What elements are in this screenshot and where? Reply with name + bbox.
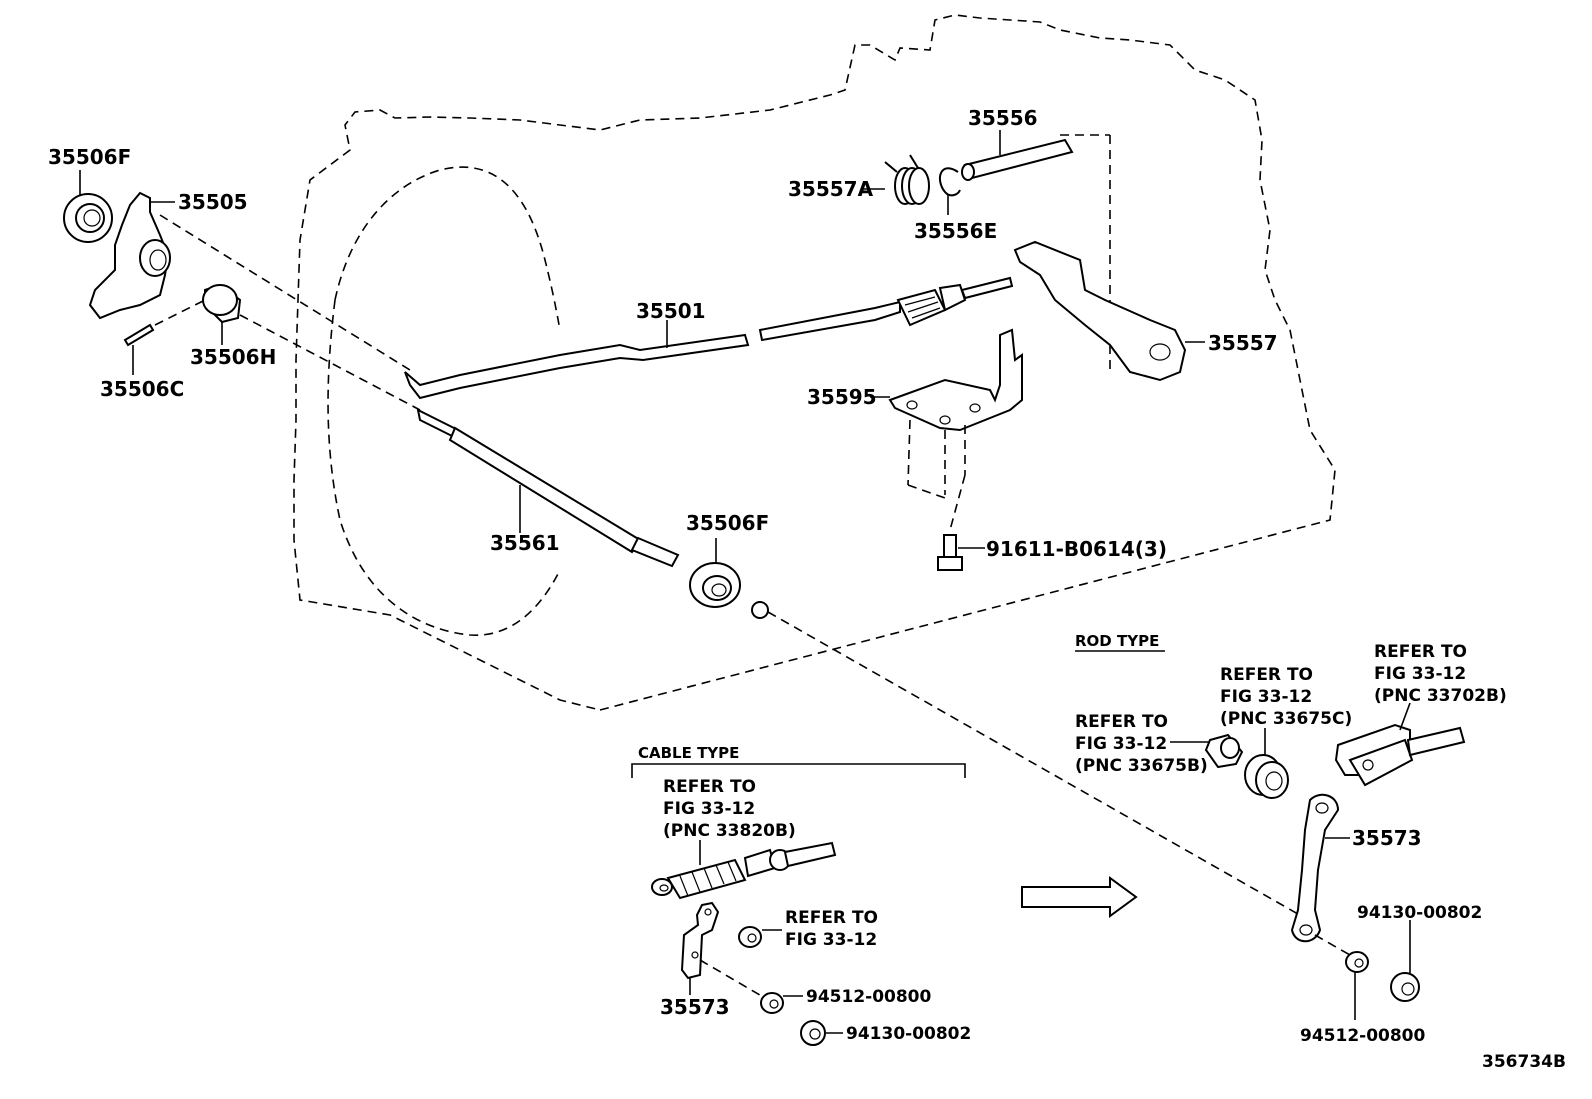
shaft-35561: [416, 408, 680, 568]
ref-fig-line1: REFER TO: [785, 908, 878, 928]
e-ring-35556E: [938, 167, 961, 215]
label-35573-rod: 35573: [1352, 826, 1422, 850]
label-35506C: 35506C: [100, 377, 184, 401]
lever-35573-rod: [1290, 793, 1350, 943]
clevis-rod: [1334, 702, 1466, 787]
label-94130-cable: 94130-00802: [846, 1024, 971, 1044]
hollow-right-arrow-icon: [1021, 876, 1138, 918]
bracket-35573-cable: [680, 901, 766, 999]
label-35506F-bottom: 35506F: [686, 511, 769, 535]
transmission-housing-outline: [293, 14, 1336, 711]
label-35501: 35501: [636, 299, 706, 323]
label-35557: 35557: [1208, 331, 1278, 355]
rod-type-title: ROD TYPE: [1075, 632, 1159, 650]
detent-lever-35505: [88, 191, 175, 320]
label-35573-cable: 35573: [660, 995, 730, 1019]
label-35556: 35556: [968, 106, 1038, 130]
ref-33675C-line3: (PNC 33675C): [1220, 709, 1352, 729]
washer-94512-cable: [760, 992, 803, 1014]
nut-94130-cable: [800, 1020, 843, 1046]
label-94130-rod: 94130-00802: [1357, 903, 1482, 923]
pin-35506C: [123, 299, 206, 375]
ref-33675C-line1: REFER TO: [1220, 665, 1313, 685]
ref-33675B-line1: REFER TO: [1075, 712, 1168, 732]
cable-type-title: CABLE TYPE: [638, 744, 739, 762]
ref-33675C-line2: FIG 33-12: [1220, 687, 1312, 707]
ref-33702B-line3: (PNC 33702B): [1374, 686, 1507, 706]
seal-35506F-top: [63, 170, 113, 243]
ref-33702B-line1: REFER TO: [1374, 642, 1467, 662]
label-35557A: 35557A: [788, 177, 874, 201]
nut-fig-33-12: [738, 926, 782, 948]
cable-type-section: CABLE TYPE REFER TO FIG 33-12 (PNC 33820…: [631, 744, 971, 1046]
ref-33675B-line3: (PNC 33675B): [1075, 756, 1208, 776]
rod-type-section: ROD TYPE REFER TO FIG 33-12 (PNC 33702B)…: [1075, 632, 1507, 1046]
ref-33820B-line3: (PNC 33820B): [663, 821, 796, 841]
label-94512-rod: 94512-00800: [1300, 1026, 1426, 1046]
rod-35501: [404, 276, 1014, 400]
label-35556E: 35556E: [914, 219, 997, 243]
lever-35557: [1013, 240, 1205, 382]
label-35506F-top: 35506F: [48, 145, 131, 169]
ref-33702B-line2: FIG 33-12: [1374, 664, 1466, 684]
bushing-35506H: [202, 283, 242, 345]
ref-33820B-line1: REFER TO: [663, 777, 756, 797]
label-35595: 35595: [807, 385, 877, 409]
nut-94130-rod: [1390, 920, 1420, 1002]
label-94512-cable: 94512-00800: [806, 987, 932, 1007]
label-35506H: 35506H: [190, 345, 276, 369]
washer-94512-rod: [1314, 934, 1369, 1020]
shaft-35556: [961, 130, 1074, 181]
grommet-33675C: [1244, 728, 1289, 799]
bushing-33675B: [1170, 733, 1244, 769]
ref-33675B-line2: FIG 33-12: [1075, 734, 1167, 754]
label-91611: 91611-B0614(3): [986, 537, 1167, 561]
ref-fig-line2: FIG 33-12: [785, 930, 877, 950]
ref-33820B-line2: FIG 33-12: [663, 799, 755, 819]
label-35561: 35561: [490, 531, 560, 555]
bolt-91611: [937, 534, 985, 571]
bracket-35595: [870, 328, 1023, 531]
seal-35506F-bottom: [689, 538, 741, 608]
label-35505: 35505: [178, 190, 248, 214]
spring-35557A: [862, 154, 930, 205]
figure-id: 356734B: [1482, 1052, 1566, 1072]
cable-end-33820B: [651, 841, 837, 900]
o-ring: [751, 601, 769, 619]
